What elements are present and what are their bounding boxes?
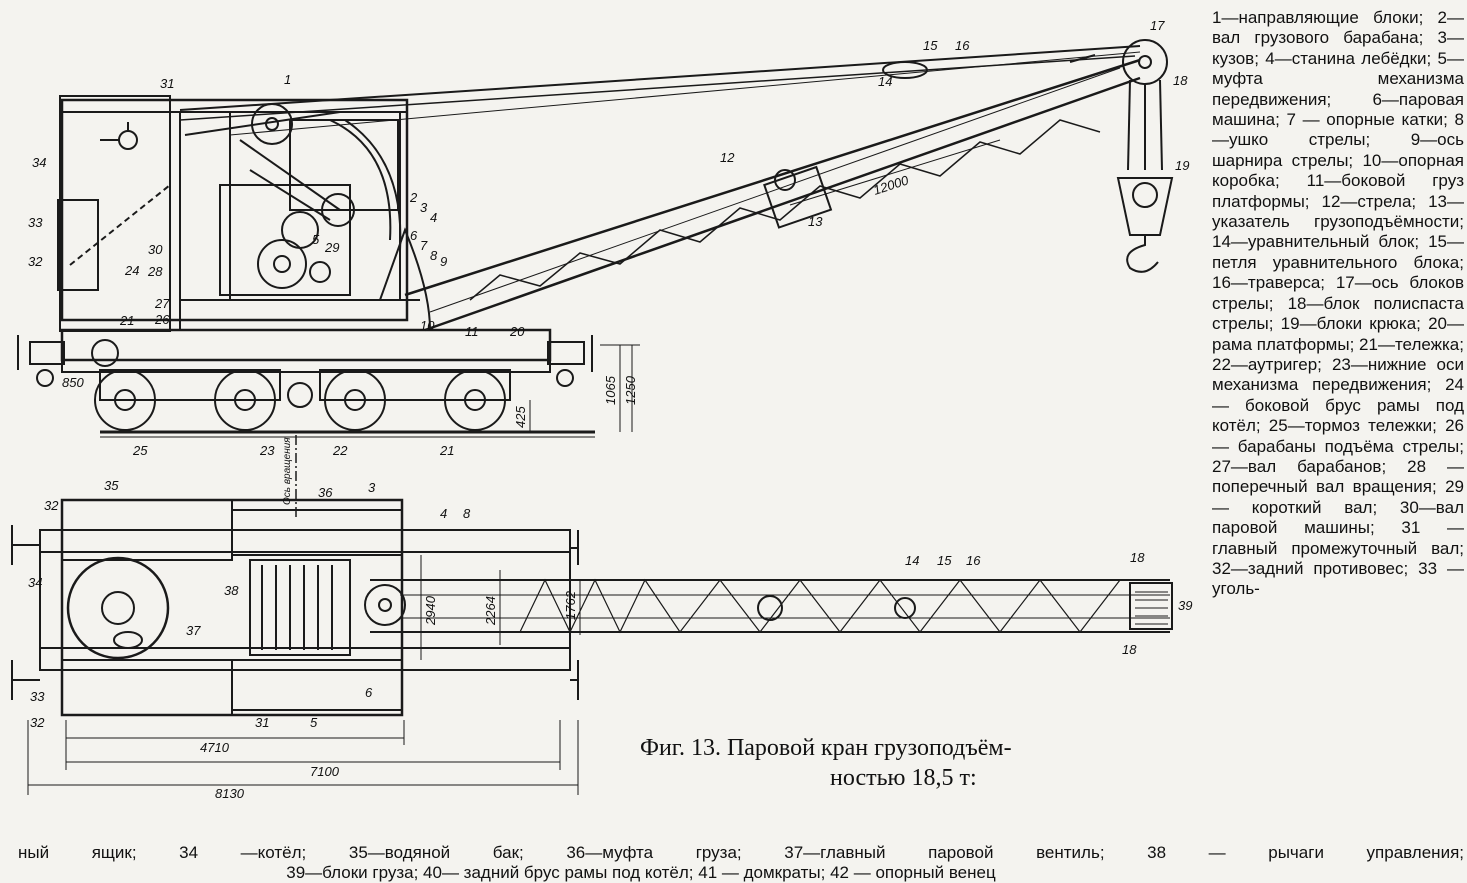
rotation-axis-label: Ось вращения (282, 437, 293, 505)
side-dimensions (529, 139, 1001, 432)
side-callouts: 1 2 3 4 5 6 7 8 9 10 11 12 13 14 15 16 1… (28, 18, 1189, 458)
callout: 5 (310, 715, 318, 730)
callout: 25 (132, 443, 148, 458)
callout: 34 (28, 575, 42, 590)
callout: 4 (430, 210, 437, 225)
plan-callouts: 3 4 5 6 8 14 15 16 18 18 31 32 32 33 34 … (28, 478, 1192, 730)
dim-boom-length: 12000 (871, 172, 911, 198)
callout: 8 (430, 248, 438, 263)
plan-view (11, 498, 1173, 795)
callout: 31 (255, 715, 269, 730)
callout: 32 (44, 498, 59, 513)
callout: 2 (409, 190, 418, 205)
platform-frame (17, 227, 593, 373)
side-view (17, 39, 1174, 520)
dim-4710: 4710 (200, 740, 230, 755)
callout: 32 (28, 254, 43, 269)
callout: 18 (1130, 550, 1145, 565)
callout: 31 (160, 76, 174, 91)
callout: 10 (420, 318, 435, 333)
callout: 19 (1175, 158, 1189, 173)
callout: 28 (147, 264, 163, 279)
boiler-top (66, 556, 170, 660)
callout: 22 (332, 443, 348, 458)
callout: 38 (224, 583, 239, 598)
legend-right-column: 1—направляющие блоки; 2—вал грузового ба… (1212, 8, 1464, 599)
dimension-labels: 12000 850 1065 1250 425 2940 2264 1762 4… (62, 172, 911, 801)
callout: 11 (465, 324, 479, 339)
callout: 21 (439, 443, 454, 458)
callout: 3 (368, 480, 376, 495)
callout: 39 (1178, 598, 1192, 613)
dim-2264: 2264 (483, 596, 498, 626)
callout: 6 (365, 685, 373, 700)
boiler (100, 122, 138, 150)
plan-dimensions (27, 555, 581, 795)
callout: 32 (30, 715, 45, 730)
callout: 21 (119, 313, 134, 328)
caption-line-2: ностью 18,5 т: (830, 765, 977, 791)
callout: 12 (720, 150, 735, 165)
callout: 9 (440, 254, 447, 269)
callout: 37 (186, 623, 201, 638)
boom (404, 58, 1141, 332)
callout: 15 (937, 553, 952, 568)
callout: 24 (124, 263, 139, 278)
dim-7100: 7100 (310, 764, 340, 779)
callout: 16 (966, 553, 981, 568)
callout: 16 (955, 38, 970, 53)
callout: 36 (318, 485, 333, 500)
hook-block (1116, 39, 1174, 273)
figure-caption: Фиг. 13. Паровой кран грузоподъём- ность… (640, 733, 1180, 793)
callout: 33 (28, 215, 43, 230)
callout: 14 (878, 74, 892, 89)
callout: 17 (1150, 18, 1165, 33)
callout: 35 (104, 478, 119, 493)
slewing-center (364, 584, 406, 626)
callout: 18 (1122, 642, 1137, 657)
bogies (36, 369, 574, 431)
callout: 6 (410, 228, 418, 243)
legend-bottom: ный ящик; 34 —котёл; 35—водяной бак; 36—… (18, 843, 1464, 883)
callout: 23 (259, 443, 275, 458)
callout: 3 (420, 200, 428, 215)
dim-8130: 8130 (215, 786, 245, 801)
callout: 29 (324, 240, 339, 255)
callout: 7 (420, 238, 428, 253)
dim-1065: 1065 (603, 375, 618, 405)
callout: 5 (312, 232, 320, 247)
dim-1762: 1762 (563, 590, 578, 620)
legend-bottom-line-1: ный ящик; 34 —котёл; 35—водяной бак; 36—… (18, 843, 1464, 862)
callout: 15 (923, 38, 938, 53)
dim-2940: 2940 (423, 595, 438, 626)
caption-line-1: Фиг. 13. Паровой кран грузоподъём- (640, 735, 1012, 761)
callout: 4 (440, 506, 447, 521)
callout: 8 (463, 506, 471, 521)
callout: 18 (1173, 73, 1188, 88)
dim-1250: 1250 (623, 375, 638, 405)
callout: 13 (808, 214, 823, 229)
callout: 1 (284, 72, 291, 87)
legend-bottom-line-2: 39—блоки груза; 40— задний брус рамы под… (286, 863, 996, 882)
callout: 33 (30, 689, 45, 704)
boom-ropes (179, 45, 1141, 136)
dim-buffer: 850 (62, 375, 84, 390)
winch (180, 103, 420, 301)
dim-425: 425 (513, 406, 528, 428)
callout: 34 (32, 155, 46, 170)
callout: 14 (905, 553, 919, 568)
cabin-body (57, 95, 409, 332)
callout: 20 (509, 324, 525, 339)
callout: 27 (154, 296, 170, 311)
callout: 26 (154, 312, 170, 327)
callout: 30 (148, 242, 163, 257)
